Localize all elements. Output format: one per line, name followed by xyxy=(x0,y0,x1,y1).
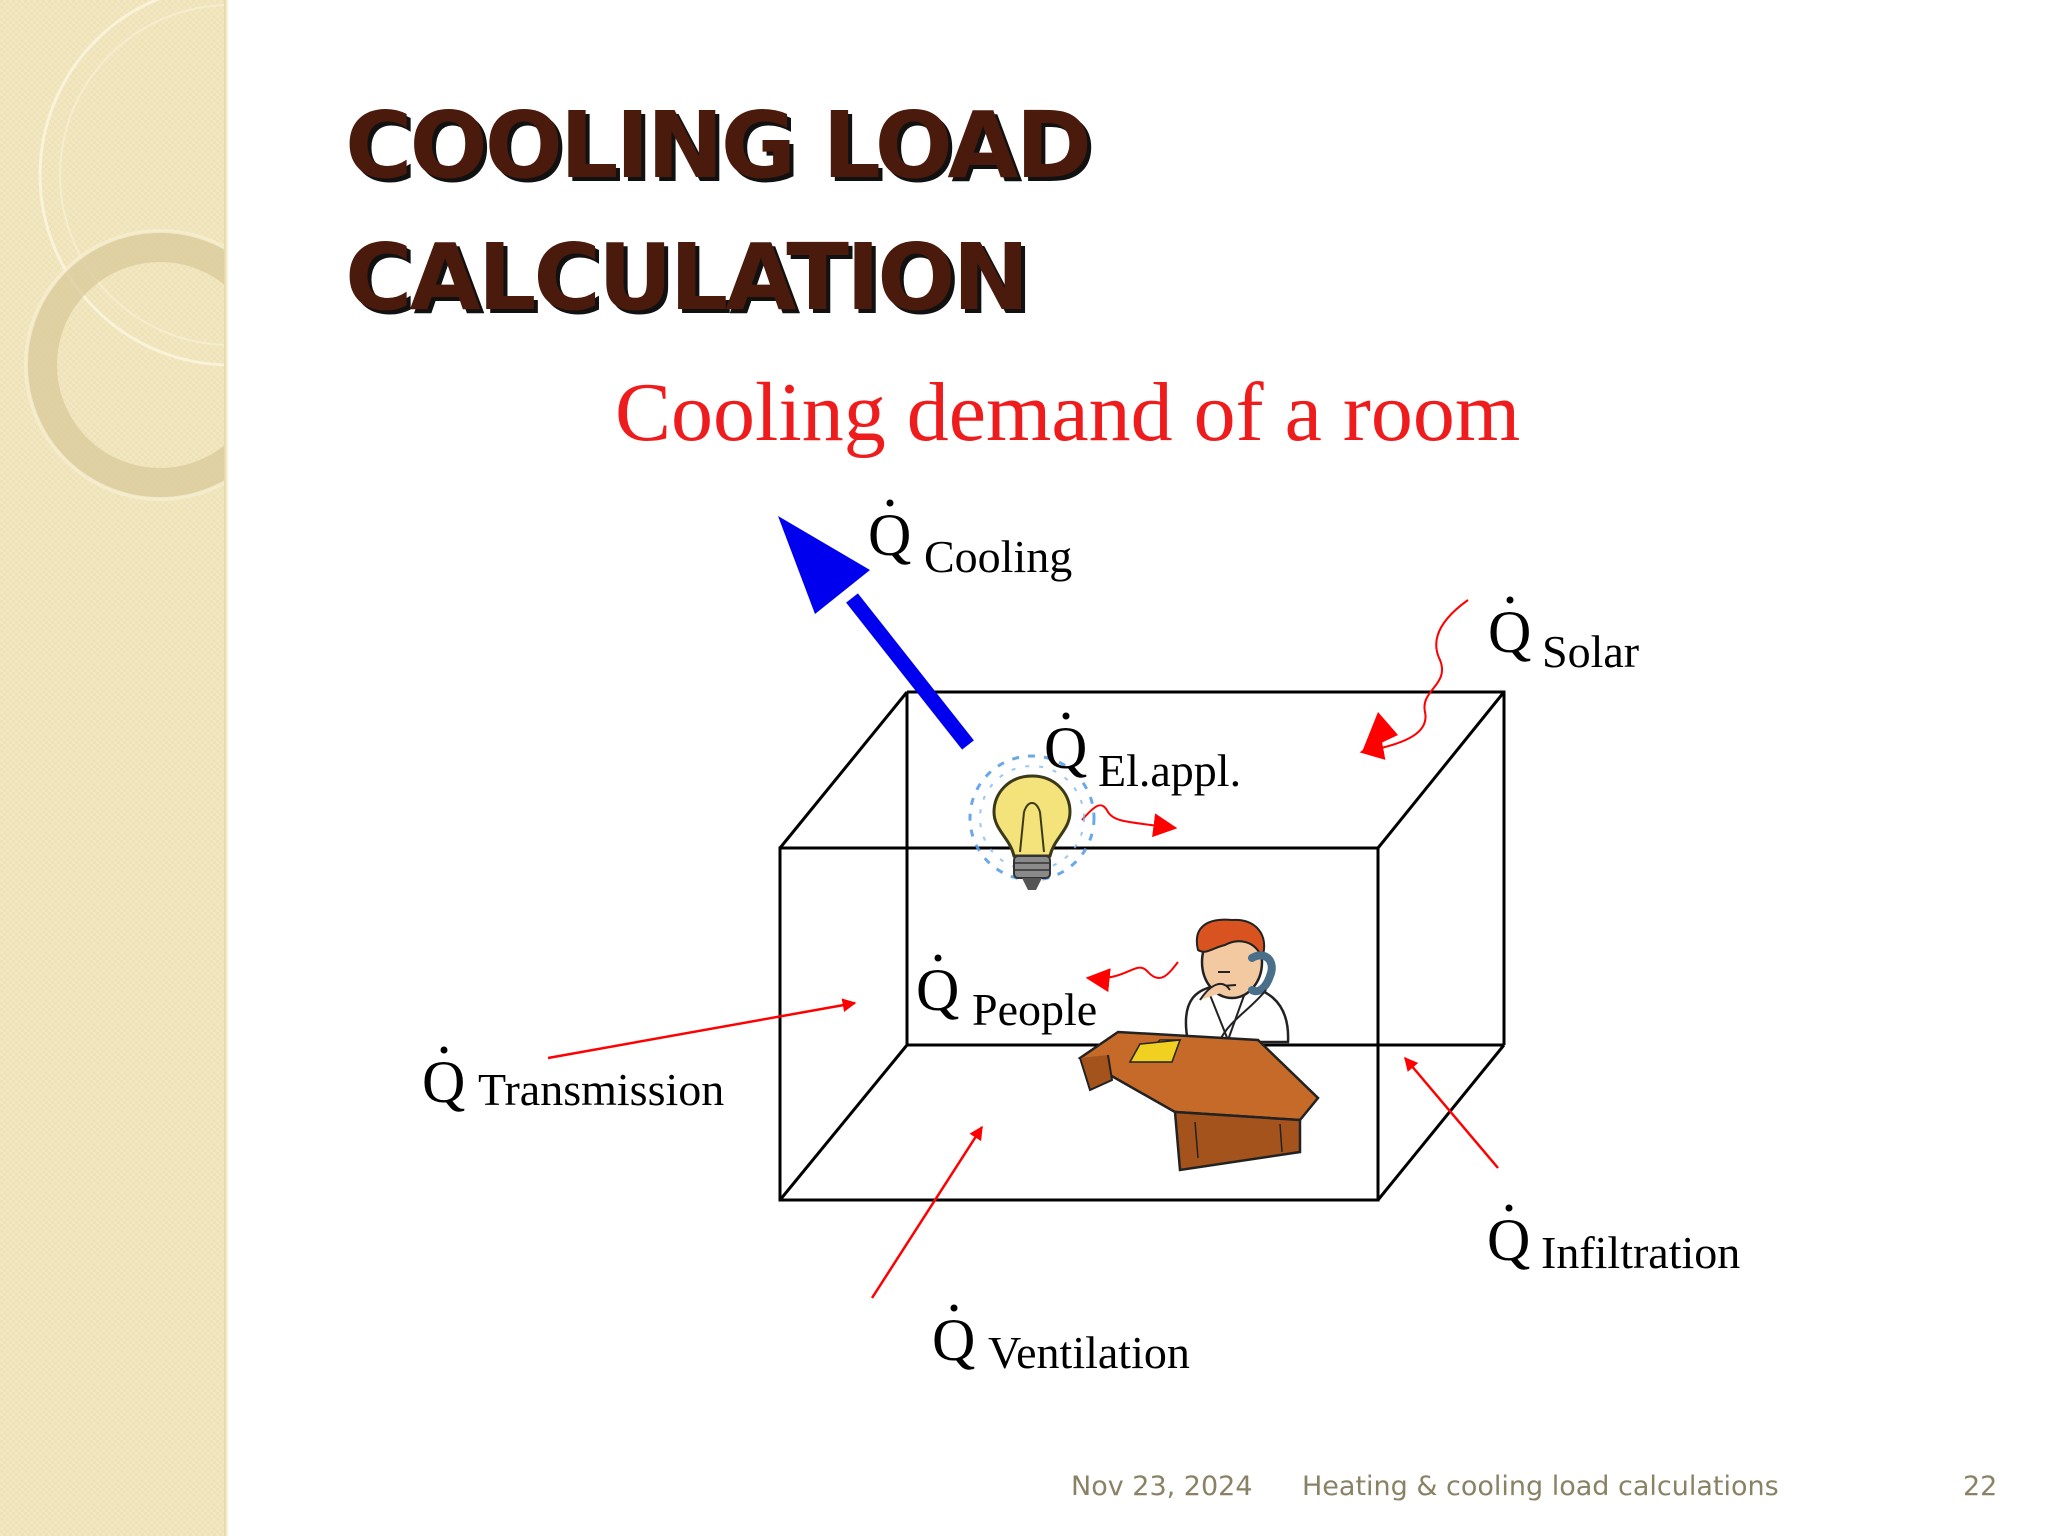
cooling-arrow xyxy=(778,516,974,750)
label-q-solar: Q Solar xyxy=(1488,596,1639,677)
svg-text:Q: Q xyxy=(1487,1207,1530,1273)
person-at-desk-icon xyxy=(1077,918,1320,1172)
el-appl-arrow xyxy=(1081,804,1178,838)
svg-text:Cooling: Cooling xyxy=(924,531,1072,582)
slide-title: COOLING LOAD CALCULATION xyxy=(345,80,1645,344)
label-q-el-appl: Q El.appl. xyxy=(1044,712,1241,796)
svg-text:Transmission: Transmission xyxy=(478,1064,724,1115)
svg-text:Q: Q xyxy=(932,1307,975,1373)
svg-text:Q: Q xyxy=(916,957,959,1023)
footer-date: Nov 23, 2024 xyxy=(1071,1471,1253,1502)
footer-title: Heating & cooling load calculations xyxy=(1302,1471,1779,1502)
slide-title-line-2: CALCULATION xyxy=(345,224,1029,331)
room-edge xyxy=(778,1044,909,1201)
room-front-face xyxy=(778,846,1380,1202)
label-q-transmission: Q Transmission xyxy=(422,1046,724,1115)
diagram-heading: Cooling demand of a room xyxy=(615,366,1520,459)
room-edge xyxy=(1376,691,1506,849)
transmission-arrow xyxy=(547,998,857,1060)
label-q-infiltration: Q Infiltration xyxy=(1487,1204,1740,1278)
svg-text:Infiltration: Infiltration xyxy=(1541,1227,1740,1278)
sidebar-divider xyxy=(224,0,228,1536)
svg-text:Q: Q xyxy=(868,502,911,568)
light-bulb-icon xyxy=(968,754,1096,890)
decorative-rings xyxy=(24,0,228,501)
label-q-cooling: Q Cooling xyxy=(868,499,1072,582)
svg-text:People: People xyxy=(972,984,1097,1035)
svg-text:Q: Q xyxy=(1488,599,1531,665)
svg-text:El.appl.: El.appl. xyxy=(1098,745,1241,796)
room-edge xyxy=(778,691,909,849)
slide-title-line-1: COOLING LOAD xyxy=(345,92,1092,199)
people-arrow xyxy=(1085,961,1179,993)
svg-text:Q: Q xyxy=(422,1049,465,1115)
infiltration-arrow xyxy=(1404,1056,1499,1169)
room-box xyxy=(778,690,1506,1202)
room-edge xyxy=(1376,1044,1506,1201)
label-q-people: Q People xyxy=(916,954,1097,1035)
solar-arrow xyxy=(1359,599,1469,760)
decorative-sidebar xyxy=(0,0,228,1536)
label-q-ventilation: Q Ventilation xyxy=(932,1304,1190,1378)
svg-text:Solar: Solar xyxy=(1542,626,1639,677)
footer-page-number: 22 xyxy=(1963,1471,1998,1502)
svg-text:Q: Q xyxy=(1044,715,1087,781)
svg-text:Ventilation: Ventilation xyxy=(988,1327,1190,1378)
solar-arrowhead xyxy=(1362,712,1398,752)
ventilation-arrow xyxy=(870,1125,984,1299)
